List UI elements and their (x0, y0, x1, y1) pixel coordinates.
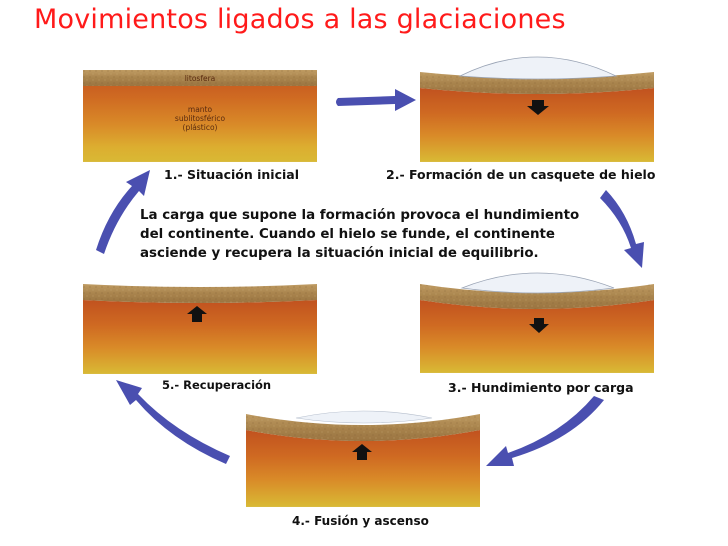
panel-melting-and-rise (246, 410, 480, 507)
melting-ice (295, 410, 433, 424)
cycle-arrow-1-to-2 (336, 89, 416, 111)
panel-ice-cap-formation (420, 56, 654, 162)
process-description: La carga que supone la formación provoca… (140, 208, 580, 261)
cycle-arrow-4-to-5 (116, 380, 230, 464)
up-arrow-icon (187, 306, 207, 322)
cycle-arrow-2-to-3 (600, 190, 644, 268)
caption-initial-situation: 1.- Situación inicial (164, 167, 299, 182)
cycle-arrow-5-to-1 (96, 170, 150, 254)
down-arrow-icon (529, 318, 549, 333)
cycle-arrow-3-to-4 (486, 396, 604, 466)
panel-sinking-by-load (420, 272, 654, 373)
caption-melting-and-rise: 4.- Fusión y ascenso (292, 514, 429, 528)
lithosphere-layer (83, 70, 317, 86)
mantle-label: manto sublitosférico (plástico) (174, 105, 226, 132)
ice-cap (460, 272, 615, 294)
caption-recovery: 5.- Recuperación (162, 378, 272, 392)
ice-cap (458, 56, 618, 80)
panel-2-graphic (420, 56, 654, 161)
down-arrow-icon (527, 100, 549, 115)
caption-sinking-by-load: 3.- Hundimiento por carga (448, 380, 634, 395)
panel-4-graphic (246, 410, 480, 506)
page-title: Movimientos ligados a las glaciaciones (34, 4, 566, 35)
panel-initial-situation: litosfera manto sublitosférico (plástico… (83, 70, 317, 162)
panel-3-graphic (420, 272, 654, 372)
lithosphere-label: litosfera (184, 74, 216, 83)
caption-ice-cap-formation: 2.- Formación de un casquete de hielo (386, 167, 656, 182)
panel-recovery (83, 280, 317, 374)
panel-5-graphic (83, 284, 317, 373)
up-arrow-icon (352, 444, 372, 460)
